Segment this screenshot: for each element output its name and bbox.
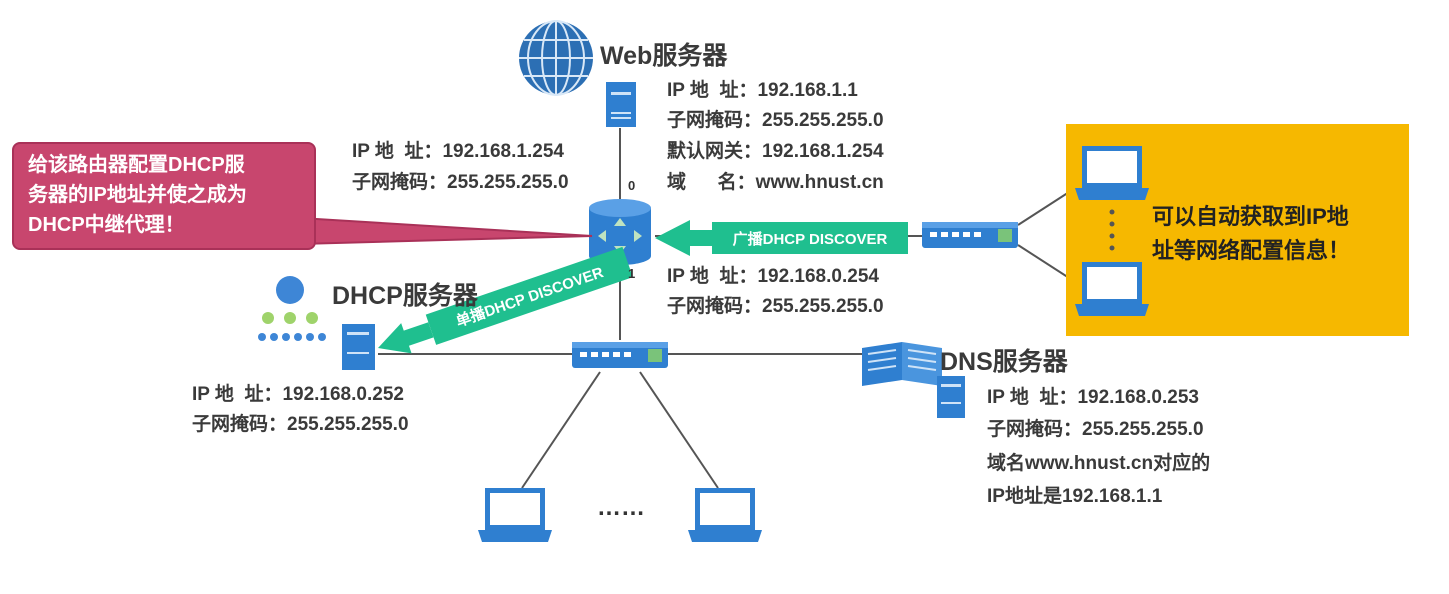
- server-icon: [342, 324, 375, 370]
- callout-line-3: DHCP中继代理！: [28, 214, 185, 236]
- people-icon: [258, 276, 326, 341]
- web-server-gateway: 默认网关：192.168.1.254: [667, 141, 884, 162]
- broadcast-arrow: 广播DHCP DISCOVER: [655, 220, 908, 256]
- dns-server-mask: 子网掩码：255.255.255.0: [987, 419, 1204, 440]
- router-port-1-label: 1: [628, 266, 636, 281]
- laptop-icon: [688, 488, 762, 542]
- router-port-0-label: 0: [628, 178, 636, 193]
- link-switch-laptop-right: [639, 371, 719, 489]
- yellow-note-line-2: 址等网络配置信息！: [1152, 238, 1351, 263]
- yellow-note-line-1: 可以自动获取到IP地: [1152, 204, 1349, 229]
- dns-server-note-2: IP地址是192.168.1.1: [987, 486, 1163, 507]
- book-icon: [862, 342, 942, 386]
- laptop-icon: [478, 488, 552, 542]
- router-port0-mask: 子网掩码：255.255.255.0: [352, 172, 569, 193]
- dns-server-title: DNS服务器: [940, 348, 1068, 376]
- dhcp-server-ip: IP 地 址：192.168.0.252: [192, 384, 404, 405]
- router-port1-ip: IP 地 址：192.168.0.254: [667, 266, 879, 287]
- link-switch-laptop-left: [521, 371, 601, 489]
- laptop-icon: [1075, 262, 1149, 316]
- yellow-note-text: 可以自动获取到IP地 址等网络配置信息！: [1152, 200, 1350, 268]
- web-server-ip: IP 地 址：192.168.1.1: [667, 80, 858, 101]
- dhcp-server-mask: 子网掩码：255.255.255.0: [192, 414, 409, 435]
- dhcp-server-title: DHCP服务器: [332, 282, 478, 310]
- dns-server-ip: IP 地 址：192.168.0.253: [987, 387, 1199, 408]
- dns-server-note-1: 域名www.hnust.cn对应的: [987, 453, 1211, 474]
- relay-agent-callout: 给该路由器配置DHCP服 务器的IP地址并使之成为 DHCP中继代理！: [12, 142, 316, 250]
- web-server-title: Web服务器: [600, 42, 728, 70]
- callout-pointer: [299, 216, 593, 246]
- broadcast-label: 广播DHCP DISCOVER: [733, 230, 888, 248]
- more-hosts-ellipsis: ……: [597, 494, 645, 521]
- web-server-mask: 子网掩码：255.255.255.0: [667, 110, 884, 131]
- server-icon: [606, 82, 636, 127]
- switch-icon: [922, 222, 1018, 248]
- switch-icon: [572, 342, 668, 368]
- globe-icon: [519, 20, 593, 96]
- web-server-domain: 域 名：www.hnust.cn: [667, 172, 884, 193]
- callout-line-2: 务器的IP地址并使之成为: [28, 184, 247, 206]
- vertical-ellipsis: [1109, 209, 1115, 251]
- router-port0-ip: IP 地 址：192.168.1.254: [352, 141, 564, 162]
- server-icon: [937, 376, 965, 418]
- callout-line-1: 给该路由器配置DHCP服: [28, 154, 245, 176]
- router-port1-mask: 子网掩码：255.255.255.0: [667, 296, 884, 317]
- laptop-icon: [1075, 146, 1149, 200]
